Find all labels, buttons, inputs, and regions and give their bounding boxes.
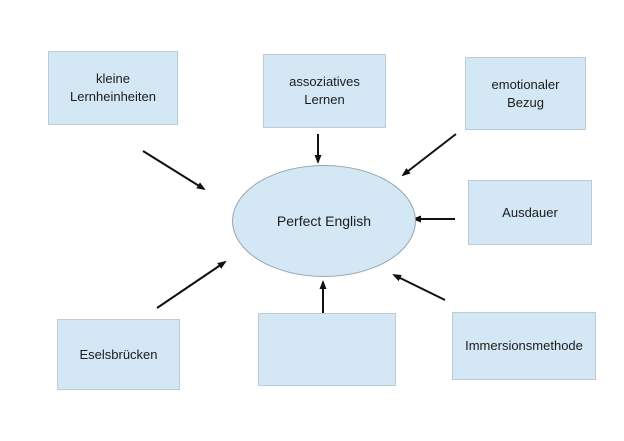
node-immersionsmethode: Immersionsmethode (452, 312, 596, 380)
center-node-perfect-english: Perfect English (232, 165, 416, 277)
arrow-eselsbruecken (156, 260, 227, 309)
arrow-kleine-lerneinheiten (142, 150, 206, 191)
node-label: kleine Lernheinheiten (69, 71, 157, 104)
center-node-label: Perfect English (276, 213, 372, 229)
node-empty (258, 313, 396, 386)
node-label: Eselsbrücken (79, 346, 158, 362)
node-kleine-lerneinheiten: kleine Lernheinheiten (48, 51, 178, 125)
node-label: Ausdauer (502, 204, 558, 220)
arrow-emotionaler-bezug (401, 133, 457, 177)
node-label: assoziatives Lernen (289, 74, 360, 107)
node-emotionaler-bezug: emotionaler Bezug (465, 57, 586, 130)
node-label: Immersionsmethode (465, 338, 583, 354)
node-label: emotionaler Bezug (491, 76, 560, 110)
arrow-immersionsmethode (392, 274, 446, 301)
node-ausdauer: Ausdauer (468, 180, 592, 245)
node-eselsbruecken: Eselsbrücken (57, 319, 180, 390)
node-assoziatives-lernen: assoziatives Lernen (263, 54, 386, 128)
